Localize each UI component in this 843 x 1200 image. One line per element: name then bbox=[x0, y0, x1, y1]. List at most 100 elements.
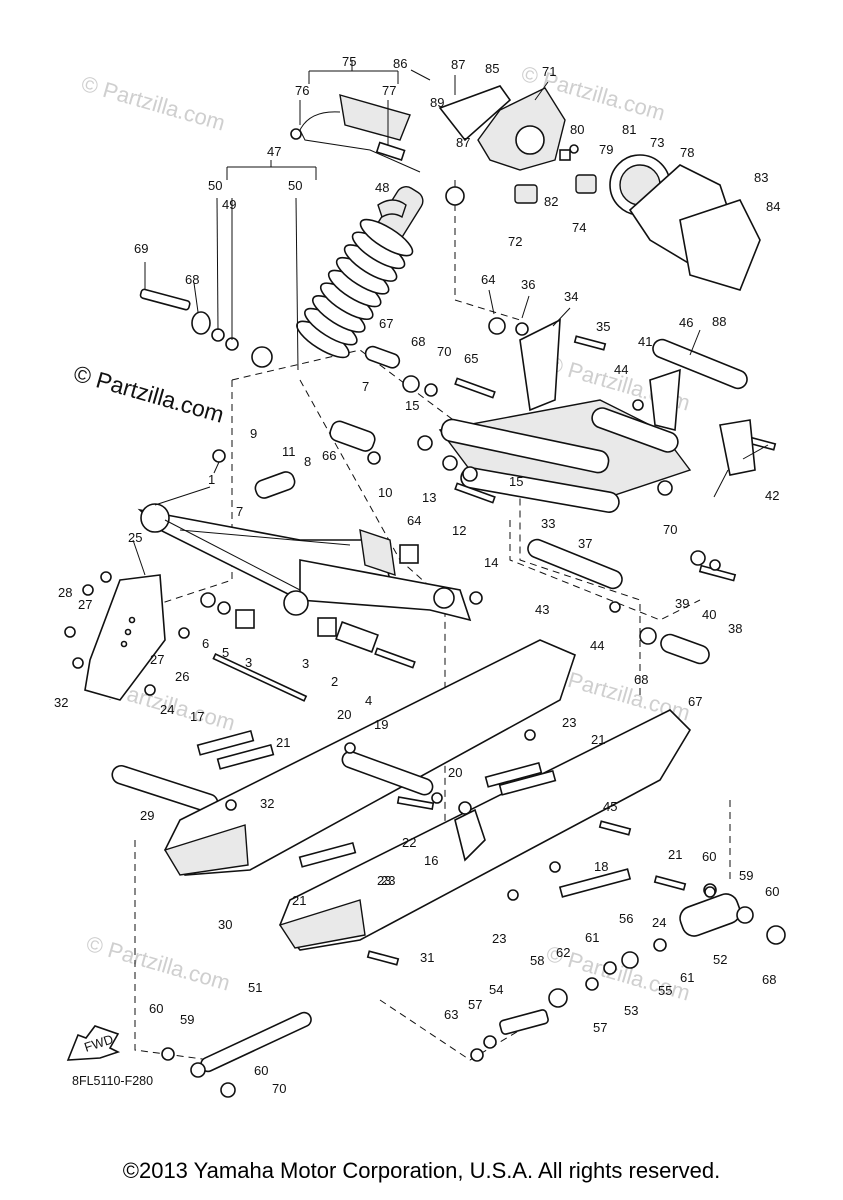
callout: 72 bbox=[508, 234, 522, 249]
callout: 36 bbox=[521, 277, 535, 292]
callout: 33 bbox=[541, 516, 555, 531]
callout: 8 bbox=[304, 454, 311, 469]
callout: 14 bbox=[484, 555, 498, 570]
callout: 17 bbox=[190, 709, 204, 724]
callout: 21 bbox=[668, 847, 682, 862]
callout: 84 bbox=[766, 199, 780, 214]
callout: 68 bbox=[411, 334, 425, 349]
callout: 74 bbox=[572, 220, 586, 235]
callout: 75 bbox=[342, 54, 356, 69]
callout: 31 bbox=[420, 950, 434, 965]
callout: 24 bbox=[160, 702, 174, 717]
callout: 47 bbox=[267, 144, 281, 159]
callout: 2 bbox=[331, 674, 338, 689]
callout: 60 bbox=[149, 1001, 163, 1016]
callout: 6 bbox=[202, 636, 209, 651]
callout: 50 bbox=[208, 178, 222, 193]
callout: 58 bbox=[530, 953, 544, 968]
callout: 63 bbox=[444, 1007, 458, 1022]
slide-rails bbox=[163, 639, 692, 1073]
callout: 78 bbox=[680, 145, 694, 160]
callout: 61 bbox=[585, 930, 599, 945]
faint-watermark: © Partzilla.com bbox=[84, 931, 233, 996]
callout: 23 bbox=[377, 873, 391, 888]
gear-housing-group bbox=[438, 85, 761, 291]
callout: 42 bbox=[765, 488, 779, 503]
idler-wheel-assembly bbox=[161, 883, 786, 1098]
callout: 68 bbox=[634, 672, 648, 687]
callout: 7 bbox=[236, 504, 243, 519]
callout: 41 bbox=[638, 334, 652, 349]
callout: 7 bbox=[362, 379, 369, 394]
callout: 44 bbox=[590, 638, 604, 653]
callout: 27 bbox=[150, 652, 164, 667]
callout: 3 bbox=[245, 655, 252, 670]
callout: 22 bbox=[402, 835, 416, 850]
callout: 55 bbox=[658, 983, 672, 998]
callout: 49 bbox=[222, 197, 236, 212]
callout: 38 bbox=[728, 621, 742, 636]
callout: 24 bbox=[652, 915, 666, 930]
callout: 70 bbox=[272, 1081, 286, 1096]
callout: 16 bbox=[424, 853, 438, 868]
callout: 73 bbox=[650, 135, 664, 150]
callout: 76 bbox=[295, 83, 309, 98]
callout: 23 bbox=[562, 715, 576, 730]
callout: 29 bbox=[140, 808, 154, 823]
callout: 4 bbox=[365, 693, 372, 708]
callout: 57 bbox=[468, 997, 482, 1012]
callout: 85 bbox=[485, 61, 499, 76]
callout: 70 bbox=[663, 522, 677, 537]
callout: 60 bbox=[702, 849, 716, 864]
rear-arm-bracket bbox=[438, 318, 692, 513]
callout: 83 bbox=[754, 170, 768, 185]
callout: 21 bbox=[292, 893, 306, 908]
callout: 54 bbox=[489, 982, 503, 997]
callout: 59 bbox=[739, 868, 753, 883]
leader-lines bbox=[132, 60, 769, 576]
shock-reservoir-adjuster bbox=[290, 94, 421, 173]
callout: 23 bbox=[492, 931, 506, 946]
front-arm-frame bbox=[137, 503, 472, 622]
callout: 15 bbox=[405, 398, 419, 413]
callout: 60 bbox=[765, 884, 779, 899]
callout: 67 bbox=[688, 694, 702, 709]
callout: 40 bbox=[702, 607, 716, 622]
callout: 39 bbox=[675, 596, 689, 611]
callout: 88 bbox=[712, 314, 726, 329]
callout: 52 bbox=[713, 952, 727, 967]
forward-arrow-icon: FWD bbox=[66, 1025, 121, 1061]
callout: 26 bbox=[175, 669, 189, 684]
callout: 87 bbox=[456, 135, 470, 150]
callout: 68 bbox=[762, 972, 776, 987]
callout: 50 bbox=[288, 178, 302, 193]
callout: 53 bbox=[624, 1003, 638, 1018]
callout: 21 bbox=[276, 735, 290, 750]
callout: 19 bbox=[374, 717, 388, 732]
callout: 80 bbox=[570, 122, 584, 137]
callout: 12 bbox=[452, 523, 466, 538]
callout: 10 bbox=[378, 485, 392, 500]
callout: 62 bbox=[556, 945, 570, 960]
callout: 51 bbox=[248, 980, 262, 995]
callout: 65 bbox=[464, 351, 478, 366]
callout: 20 bbox=[337, 707, 351, 722]
callout: 18 bbox=[594, 859, 608, 874]
callout: 89 bbox=[430, 95, 444, 110]
callout: 43 bbox=[535, 602, 549, 617]
callout: 34 bbox=[564, 289, 578, 304]
callout: 3 bbox=[302, 656, 309, 671]
callout: 20 bbox=[448, 765, 462, 780]
callout: 5 bbox=[222, 645, 229, 660]
diagram-code: 8FL5110-F280 bbox=[72, 1074, 154, 1088]
callout: 59 bbox=[180, 1012, 194, 1027]
callout: 46 bbox=[679, 315, 693, 330]
callout: 27 bbox=[78, 597, 92, 612]
part-callouts: 1 2 3 3 4 5 6 7 7 8 9 10 11 12 13 14 15 … bbox=[54, 54, 780, 1096]
callout: 1 bbox=[208, 472, 215, 487]
rear-shock-absorber bbox=[251, 186, 465, 368]
callout: 66 bbox=[322, 448, 336, 463]
callout: 44 bbox=[614, 362, 628, 377]
callout: 15 bbox=[509, 474, 523, 489]
